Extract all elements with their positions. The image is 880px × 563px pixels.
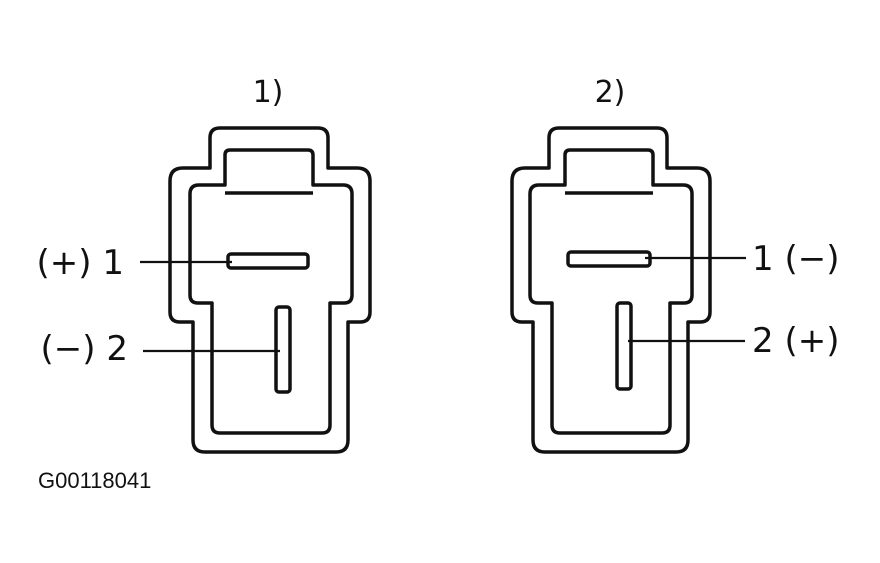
connector-2-housing-inner [528,148,694,435]
connector-2-title: 2) [595,75,626,110]
connector-1-terminal-2-slot [274,305,292,394]
connector-1-housing-inner [188,148,354,435]
connector-1-terminal-1-label: (+) 1 [37,243,124,283]
connector-2-terminal-2-label: 2 (+) [752,321,839,361]
connector-2-housing-outer [510,126,712,454]
connector-2-terminal-2-slot [615,301,633,391]
connector-1-terminal-2-label: (−) 2 [41,329,128,369]
connector-2-terminal-1-label: 1 (−) [752,239,839,279]
connector-2-terminal-1-slot [566,250,652,268]
connector-1-housing-outer [168,126,372,454]
connector-1-terminal-1-slot [226,252,310,270]
connector-1: 1) (+) 1 (−) 2 [37,75,372,454]
figure-code: G00118041 [38,468,151,493]
connector-1-title: 1) [253,75,284,110]
connector-2: 2) 1 (−) 2 (+) [510,75,839,454]
